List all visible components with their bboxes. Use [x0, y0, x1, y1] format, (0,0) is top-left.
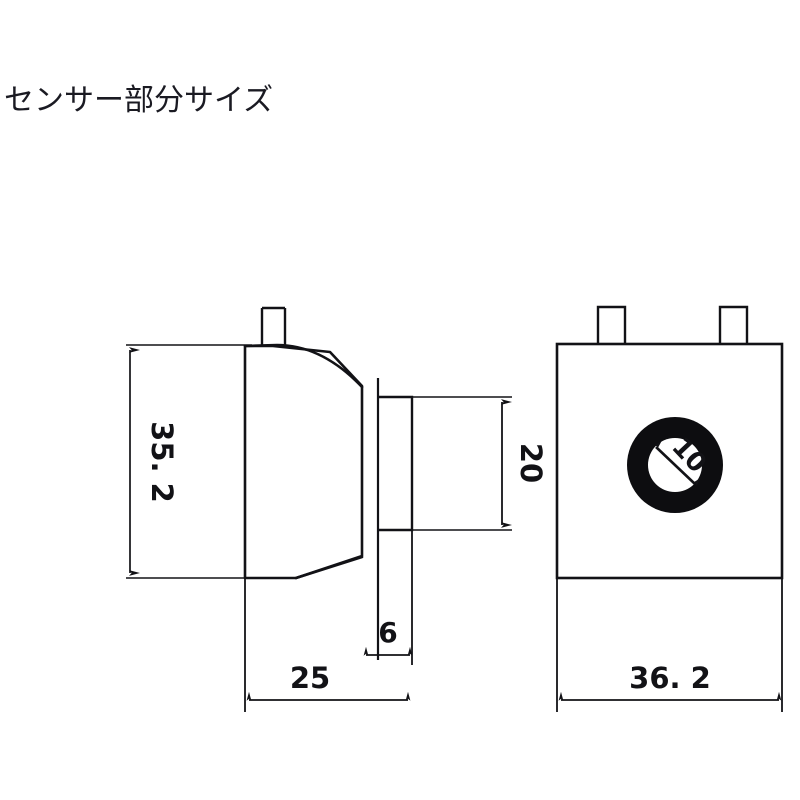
front-view: 10 36. 2: [555, 305, 784, 712]
side-view-mounting-tab: [260, 306, 287, 346]
dimension-label-20: 20: [514, 443, 548, 483]
dimension-label-6: 6: [378, 616, 397, 649]
aperture-diameter-arrow: [653, 441, 701, 487]
dimension-label-35-2: 35. 2: [145, 421, 179, 503]
front-view-mounting-tab-right: [718, 305, 749, 344]
side-view: 35. 2 20 6 25: [126, 306, 548, 712]
side-view-bottom-chamfer: [294, 555, 364, 580]
side-view-body-outline: [243, 344, 364, 580]
side-view-nose-block: [378, 395, 414, 532]
side-view-top-shoulder: [243, 343, 364, 389]
page-title: センサー部分サイズ: [4, 83, 274, 118]
front-view-mounting-tab-left: [596, 305, 627, 344]
dimension-label-36-2: 36. 2: [629, 661, 711, 695]
dimension-label-25: 25: [290, 661, 330, 695]
